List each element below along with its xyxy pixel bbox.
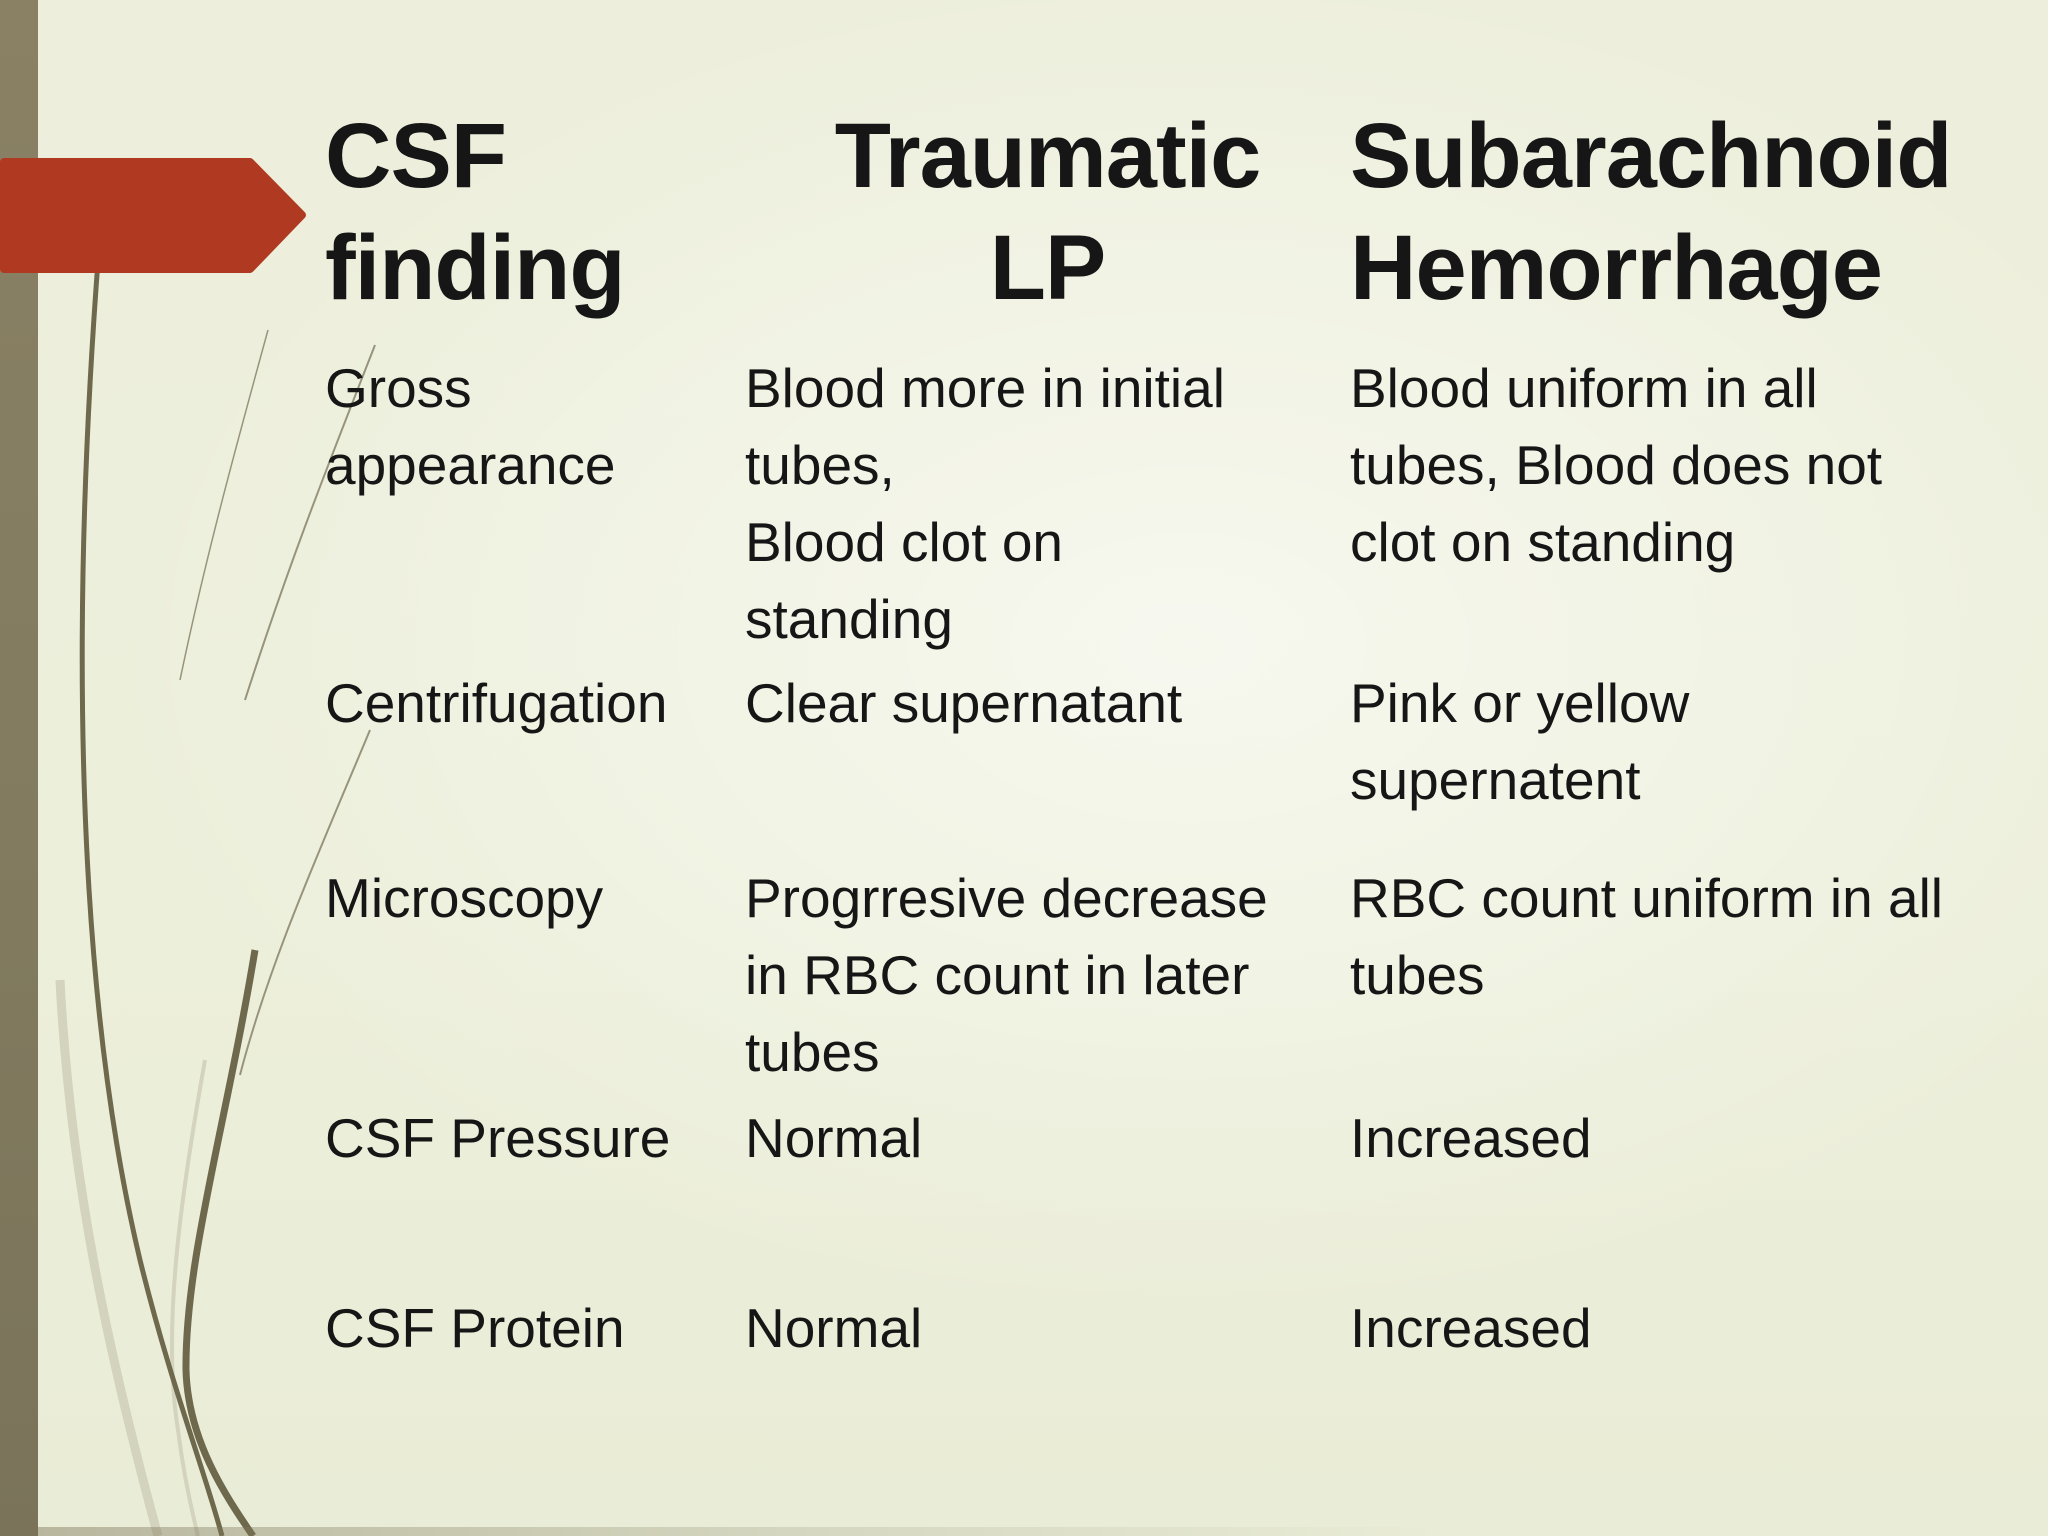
- grass-blade-faint: [239, 729, 371, 1076]
- arrow-bullet-icon: [0, 158, 306, 273]
- comparison-table: CSF finding Traumatic LP Subarachnoid He…: [325, 100, 1993, 1367]
- table-cell: Blood more in initial tubes, Blood clot …: [745, 357, 1225, 650]
- grass-stalk-dark: [79, 234, 225, 1536]
- row-label-csf-protein: CSF Protein: [325, 1297, 625, 1359]
- table-cell: Increased: [1350, 1297, 1592, 1359]
- row-label-csf-pressure: CSF Pressure: [325, 1107, 671, 1169]
- column-header-traumatic-lp: Traumatic LP: [834, 105, 1262, 319]
- row-label-gross-appearance: Gross appearance: [325, 357, 616, 496]
- column-header-csf-finding: CSF finding: [325, 105, 626, 319]
- row-label-microscopy: Microscopy: [325, 867, 604, 929]
- grass-blade-faint: [244, 344, 376, 701]
- grass-stalk-light: [55, 979, 163, 1536]
- table-cell: Pink or yellow supernatent: [1350, 672, 1690, 811]
- grass-blade-faint: [179, 329, 269, 681]
- row-label-centrifugation: Centrifugation: [325, 672, 668, 734]
- table-cell: Blood uniform in all tubes, Blood does n…: [1350, 357, 1883, 573]
- bottom-edge-strip: [38, 1527, 1438, 1536]
- table-cell: Normal: [745, 1297, 923, 1359]
- column-header-subarachnoid-hemorrhage: Subarachnoid Hemorrhage: [1350, 105, 1952, 319]
- table-cell: Clear supernatant: [745, 672, 1183, 734]
- table-cell: Normal: [745, 1107, 923, 1169]
- table-cell: Increased: [1350, 1107, 1592, 1169]
- table-cell: Progrresive decrease in RBC count in lat…: [745, 867, 1268, 1083]
- grass-stalk-dark: [182, 949, 259, 1536]
- table-cell: RBC count uniform in all tubes: [1350, 867, 1944, 1006]
